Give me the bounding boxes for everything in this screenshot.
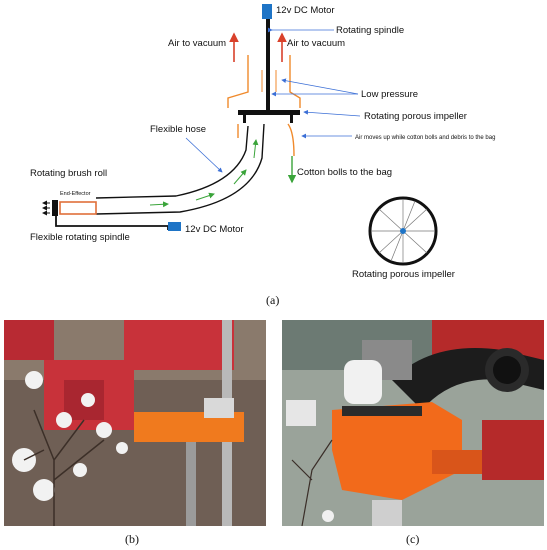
bottom-motor-label: 12v DC Motor	[185, 224, 244, 235]
top-motor-icon	[262, 4, 272, 19]
flexible-hose-label: Flexible hose	[150, 124, 206, 135]
flow-arrow-4	[252, 139, 259, 159]
air-to-vacuum-right-label: Air to vacuum	[287, 38, 345, 49]
caption-c: (c)	[406, 532, 420, 546]
brush-roll	[52, 200, 58, 216]
flow-arrow-2	[195, 192, 215, 201]
impeller-fin-left	[243, 115, 246, 123]
photo-c	[282, 320, 544, 526]
impeller-wheel-icon	[368, 196, 438, 266]
caption-b: (b)	[125, 532, 139, 546]
bottom-motor-icon	[168, 222, 181, 231]
air-to-vacuum-left-label: Air to vacuum	[168, 38, 226, 49]
photo-b-illustration	[4, 320, 266, 526]
flexible-rotating-spindle-label: Flexible rotating spindle	[30, 232, 130, 243]
flexible-rotating-spindle	[55, 216, 169, 230]
flow-arrow-1	[149, 201, 169, 208]
flow-arrow-3	[233, 169, 247, 185]
brush-roll-label: Rotating brush roll	[30, 168, 107, 179]
rotating-spindle	[266, 19, 270, 114]
hose-lower-wall	[95, 123, 265, 215]
end-effector-label: End-Effector	[60, 191, 91, 197]
impeller-wheel-caption: Rotating porous impeller	[352, 269, 455, 280]
housing-right-lower	[287, 123, 295, 157]
low-pressure-pointer-2	[281, 78, 359, 95]
photo-b	[4, 320, 266, 526]
housing-right-upper	[289, 55, 301, 108]
schematic-diagram: 12v DC Motor Rotating spindle Air to vac…	[30, 4, 495, 280]
photo-c-illustration	[282, 320, 544, 526]
caption-a: (a)	[266, 293, 280, 307]
impeller-pointer	[303, 109, 361, 117]
rotating-porous-impeller-label: Rotating porous impeller	[364, 111, 467, 122]
end-effector-body	[59, 201, 97, 215]
hose-upper-wall	[95, 125, 249, 199]
cotton-bolls-label: Cotton bolls to the bag	[297, 167, 392, 178]
rotating-spindle-label: Rotating spindle	[336, 25, 404, 36]
impeller-bar	[238, 110, 300, 115]
low-pressure-label: Low pressure	[361, 89, 418, 100]
impeller-fin-right	[290, 115, 293, 123]
hose-pointer	[185, 137, 223, 173]
air-moves-up-label: Air moves up while cotton bolls and debr…	[355, 135, 495, 141]
top-motor-label: 12v DC Motor	[276, 5, 335, 16]
housing-left-upper	[227, 55, 249, 108]
